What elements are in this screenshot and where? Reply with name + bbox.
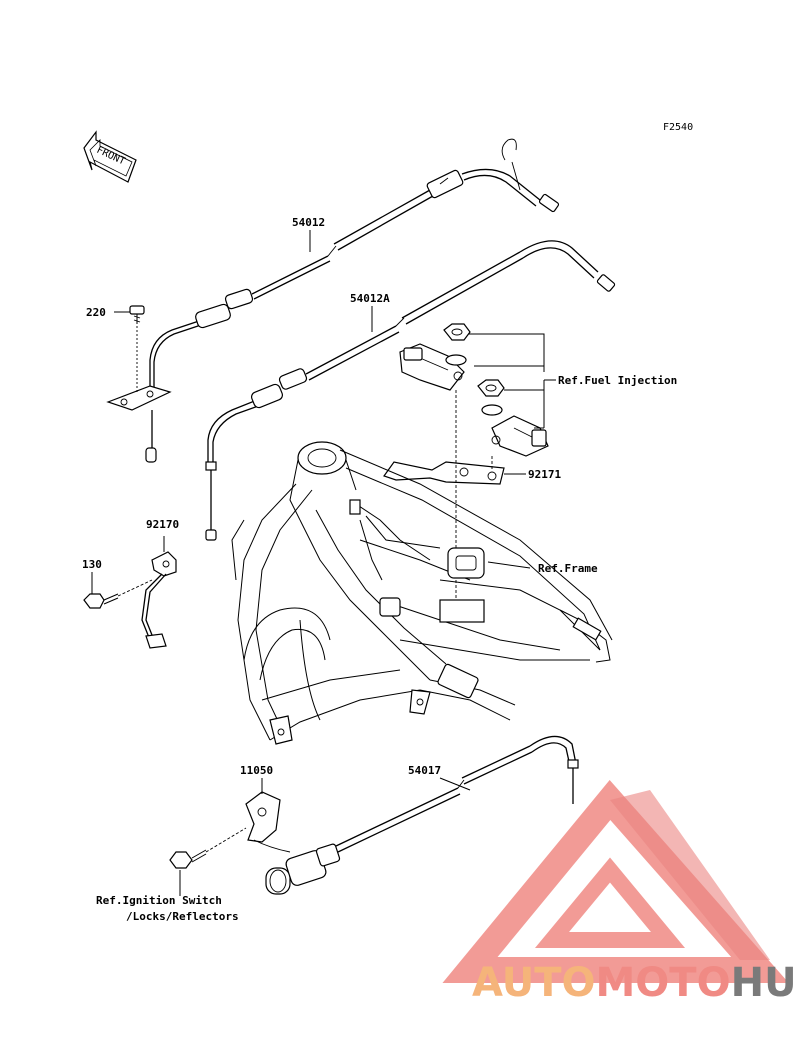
ref-ignition-line2: /Locks/Reflectors: [126, 910, 239, 923]
label-54012: 54012: [292, 216, 325, 229]
cable-54012A: [205, 240, 616, 541]
ref-ignition-line1: Ref.Ignition Switch: [96, 894, 222, 907]
figure-code: F2540: [663, 122, 693, 133]
cable-54012: [149, 138, 560, 395]
label-130: 130: [82, 558, 102, 571]
bracket-92171: [383, 390, 505, 600]
bolt-130: [83, 579, 153, 609]
watermark-logo-icon: [442, 779, 789, 983]
label-11050: 11050: [240, 764, 273, 777]
nut-lower: [477, 379, 505, 416]
sensor-lower: [491, 415, 549, 457]
ref-frame: Ref.Frame: [538, 562, 598, 575]
label-92171: 92171: [528, 468, 561, 481]
watermark-hub: HUB: [731, 960, 800, 1006]
cable-54017: [265, 735, 579, 895]
bracket-11050: [245, 791, 291, 853]
ignition-bolt: [169, 827, 247, 896]
label-54017: 54017: [408, 764, 441, 777]
watermark-moto: MOTO: [596, 960, 731, 1006]
bolt-220: [129, 305, 145, 392]
cable-bracket-upper: [106, 385, 172, 463]
label-92170: 92170: [146, 518, 179, 531]
sensor-upper: [399, 343, 465, 391]
watermark-text: AUTOMOTOHUB: [472, 960, 800, 1006]
label-54012A: 54012A: [350, 292, 390, 305]
nut-upper: [443, 323, 471, 366]
motorcycle-frame: [231, 441, 613, 745]
bracket-92170: [141, 551, 177, 649]
watermark-auto: AUTO: [472, 960, 596, 1006]
label-220: 220: [86, 306, 106, 319]
ref-fuel-injection: Ref.Fuel Injection: [558, 374, 677, 387]
front-arrow-icon: FRONT: [83, 130, 137, 183]
